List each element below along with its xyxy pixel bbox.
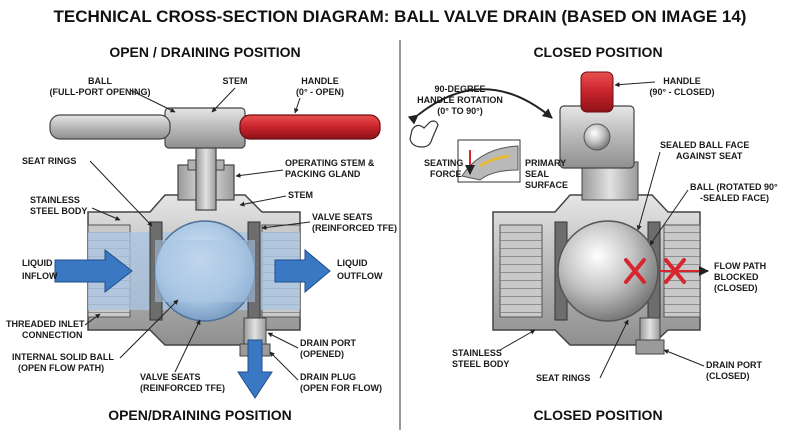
leader-stainless-body xyxy=(91,207,121,221)
right-handle-grip xyxy=(580,71,614,113)
right-threaded-inlet xyxy=(499,224,543,318)
right-handle-bolt xyxy=(583,123,611,151)
label-flow-blocked: FLOW PATH xyxy=(714,261,766,271)
inflow-arrow xyxy=(54,248,133,294)
label-sealed-face: SEALED BALL FACE xyxy=(660,140,749,150)
label-drain-port: DRAIN PORT xyxy=(300,338,357,348)
label-flow-blocked-sub: BLOCKED xyxy=(714,272,759,282)
leader-drain-plug xyxy=(269,351,299,381)
label-primary-seal-sub2: SURFACE xyxy=(525,180,568,190)
left-handle-grip xyxy=(239,114,381,140)
label-handle-closed: HANDLE xyxy=(663,76,701,86)
leader-ball-rotated xyxy=(649,189,689,246)
leader-valve-seats xyxy=(261,221,311,230)
label-seat-rings-right: SEAT RINGS xyxy=(536,373,590,383)
label-seating-force: SEATING xyxy=(424,158,463,168)
label-internal-ball-sub: (OPEN FLOW PATH) xyxy=(18,363,104,373)
label-liquid-inflow: LIQUID xyxy=(22,258,53,268)
label-internal-ball: INTERNAL SOLID BALL xyxy=(12,352,114,362)
open-valve-illustration xyxy=(49,107,381,399)
label-liquid-outflow-sub: OUTFLOW xyxy=(337,271,383,281)
leader-stainless-body-right xyxy=(499,329,536,351)
leader-internal-ball xyxy=(119,299,179,359)
label-liquid-outflow: LIQUID xyxy=(337,258,368,268)
label-handle: HANDLE xyxy=(301,76,339,86)
right-drain-port xyxy=(639,317,661,343)
label-rotation: 90-DEGREE xyxy=(434,84,485,94)
leader-operating-stem xyxy=(235,169,284,178)
leader-stem-2 xyxy=(239,195,287,207)
leader-valve-seats-bottom xyxy=(174,319,201,373)
hand-icon xyxy=(409,120,439,148)
label-primary-seal: PRIMARY xyxy=(525,158,566,168)
label-flow-blocked-sub2: (CLOSED) xyxy=(714,283,758,293)
label-seat-rings: SEAT RINGS xyxy=(22,156,76,166)
label-handle-closed-sub: (90° - CLOSED) xyxy=(649,87,714,97)
label-threaded-inlet: THREADED INLET xyxy=(6,319,85,329)
leader-ball xyxy=(129,89,176,113)
left-ball-bore xyxy=(155,240,255,302)
diagram-title: TECHNICAL CROSS-SECTION DIAGRAM: BALL VA… xyxy=(54,7,747,26)
label-sealed-face-sub: AGAINST SEAT xyxy=(676,151,743,161)
label-seating-force-sub: FORCE xyxy=(430,169,462,179)
label-rotation-range: (0° TO 90°) xyxy=(437,106,483,116)
label-ball-rotated: BALL (ROTATED 90° xyxy=(690,182,778,192)
label-operating-stem: OPERATING STEM & xyxy=(285,158,375,168)
leader-handle xyxy=(294,97,301,114)
label-valve-seats-bottom-sub: (REINFORCED TFE) xyxy=(140,383,225,393)
left-panel-header: OPEN / DRAINING POSITION xyxy=(109,44,300,60)
leader-threaded-inlet xyxy=(84,313,101,326)
label-stem-2: STEM xyxy=(288,190,313,200)
seal-detail-inset xyxy=(457,139,521,183)
leader-handle-closed xyxy=(614,81,656,88)
label-stainless-body: STAINLESS xyxy=(30,195,80,205)
label-drain-plug: DRAIN PLUG xyxy=(300,372,356,382)
label-stainless-body-right: STAINLESS xyxy=(452,348,502,358)
right-panel-header: CLOSED POSITION xyxy=(533,44,662,60)
outflow-arrow xyxy=(274,248,331,294)
right-drain-plug xyxy=(635,339,665,355)
label-valve-seats-bottom: VALVE SEATS xyxy=(140,372,201,382)
leader-seat-rings-right xyxy=(599,319,629,379)
leader-drain-port-closed xyxy=(663,349,705,367)
rotation-arc-arrow xyxy=(407,88,553,125)
label-operating-stem-sub: PACKING GLAND xyxy=(285,169,361,179)
right-panel-footer: CLOSED POSITION xyxy=(533,407,662,423)
label-drain-port-sub: (OPENED) xyxy=(300,349,344,359)
label-ball: BALL xyxy=(88,76,112,86)
label-valve-seats: VALVE SEATS xyxy=(312,212,373,222)
label-drain-port-closed: DRAIN PORT xyxy=(706,360,763,370)
label-stem: STEM xyxy=(222,76,247,86)
label-ball-rotated-sub: -SEALED FACE) xyxy=(700,193,769,203)
label-liquid-inflow-sub: INFLOW xyxy=(22,271,58,281)
label-handle-sub: (0° - OPEN) xyxy=(296,87,344,97)
leader-sealed-face xyxy=(636,151,661,231)
left-handle-bar xyxy=(49,114,171,140)
leader-drain-port xyxy=(267,332,299,349)
label-valve-seats-sub: (REINFORCED TFE) xyxy=(312,223,397,233)
label-drain-plug-sub: (OPEN FOR FLOW) xyxy=(300,383,382,393)
closed-valve-illustration xyxy=(492,71,709,355)
right-internal-ball xyxy=(557,220,659,322)
left-panel-footer: OPEN/DRAINING POSITION xyxy=(108,407,292,423)
leader-seat-rings xyxy=(89,160,153,227)
label-stainless-body-right-sub: STEEL BODY xyxy=(452,359,509,369)
label-drain-port-closed-sub: (CLOSED) xyxy=(706,371,750,381)
label-rotation-sub: HANDLE ROTATION xyxy=(417,95,503,105)
right-labels: 90-DEGREE HANDLE ROTATION (0° TO 90°) HA… xyxy=(417,76,778,383)
left-labels: BALL (FULL-PORT OPENING) STEM HANDLE (0°… xyxy=(6,76,397,393)
label-primary-seal-sub: SEAL xyxy=(525,169,550,179)
leader-stem xyxy=(211,87,236,113)
label-stainless-body-sub: STEEL BODY xyxy=(30,206,87,216)
label-threaded-inlet-sub: CONNECTION xyxy=(22,330,83,340)
label-ball-sub: (FULL-PORT OPENING) xyxy=(50,87,151,97)
drain-flow-arrow xyxy=(237,339,273,399)
left-handle-block xyxy=(164,107,246,149)
